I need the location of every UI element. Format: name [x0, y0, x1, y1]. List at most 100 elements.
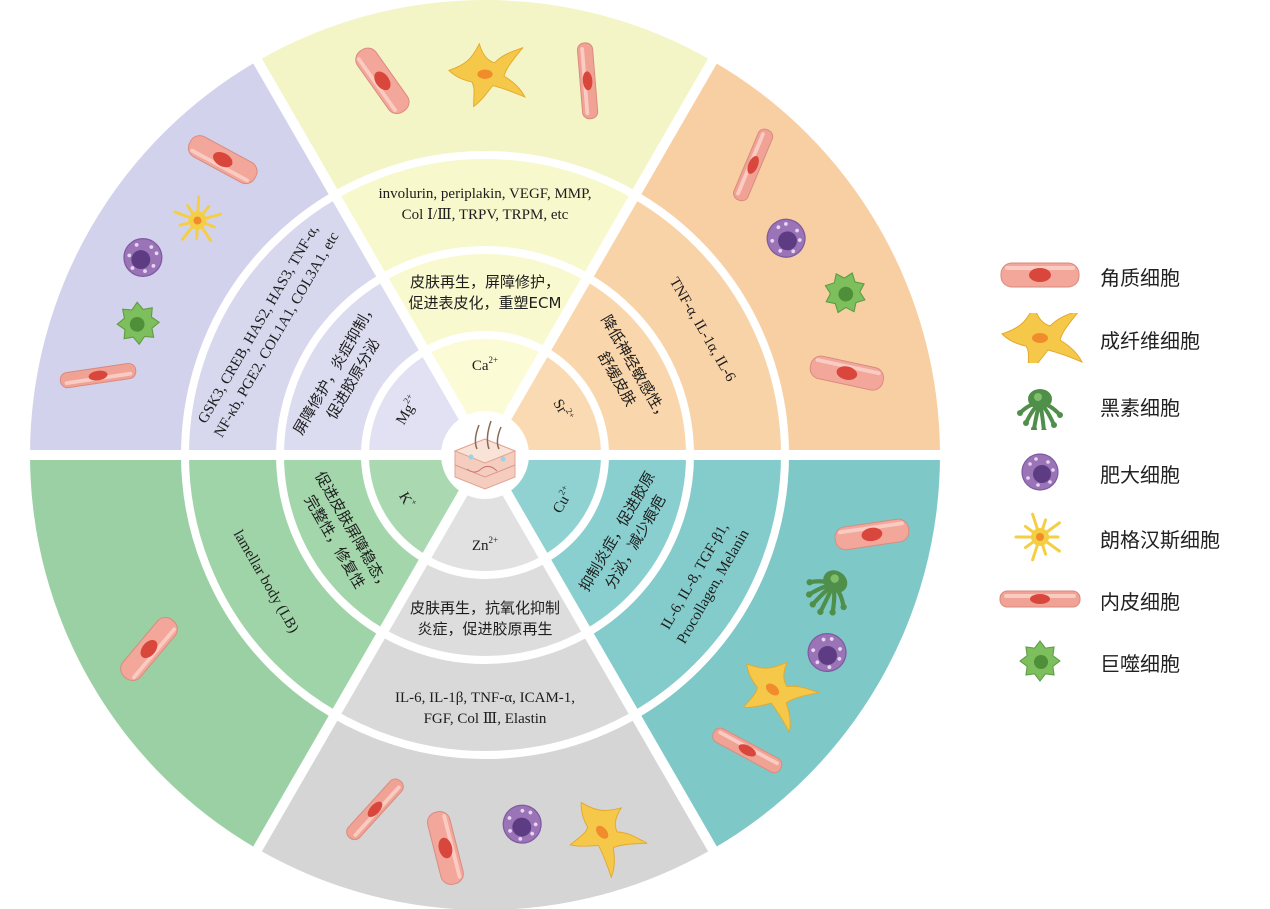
ion-charge: 2+	[489, 535, 499, 545]
wheel-dividers	[15, 45, 955, 865]
sector-ca: involurin, periplakin, VEGF, MMP, Col Ⅰ/Ⅲ…	[257, 0, 713, 455]
mast-cell-icon	[1021, 453, 1059, 491]
sector-ca-markers-line: Col Ⅰ/Ⅲ, TRPV, TRPM, etc	[402, 207, 569, 223]
fibroblast-icon	[1001, 313, 1084, 363]
mast-glyph	[1021, 453, 1059, 491]
wheel-sectors: involurin, periplakin, VEGF, MMP, Col Ⅰ/Ⅲ…	[15, 0, 955, 909]
keratinocyte-icon	[187, 135, 258, 185]
ion-charge: 2+	[556, 483, 569, 496]
melanocyte-icon	[806, 570, 848, 616]
legend-item-macrophage: 巨噬细胞	[995, 636, 1255, 686]
keratinocyte-glyph	[1000, 262, 1080, 288]
sector-zn-core-ring	[425, 455, 545, 575]
sector-zn-ion-label: Zn2+	[472, 535, 498, 554]
sector-mg-inner-ring	[280, 277, 425, 455]
sector-sr-inner-ring	[545, 277, 690, 455]
sector-zn-effect: 皮肤再生，抗氧化抑制炎症，促进胶原再生	[410, 599, 560, 638]
center-skin-icon	[441, 411, 529, 499]
ion-effect-wheel-diagram: involurin, periplakin, VEGF, MMP, Col Ⅰ/Ⅲ…	[15, 0, 955, 909]
sector-ca-effect: 皮肤再生，屏障修护，促进表皮化，重塑ECM	[409, 273, 562, 312]
legend-item-endothelial: 内皮细胞	[995, 574, 1255, 624]
sector-ca-inner-ring	[382, 249, 588, 352]
sector-ca-mid-ring	[335, 154, 635, 278]
sector-cu-ion-label: Cu2+	[548, 483, 578, 516]
ion-symbol: Ca	[472, 358, 489, 374]
sector-k-inner-ring	[280, 455, 425, 633]
mast-icon	[807, 632, 847, 673]
sector-sr-mid-ring	[587, 195, 785, 455]
sector-ca-effect-line: 促进表皮化，重塑ECM	[409, 294, 562, 312]
legend-label: 内皮细胞	[1100, 590, 1180, 614]
legend-item-keratinocyte: 角质细胞	[995, 250, 1255, 300]
sector-sr-ion-label: Sr2+	[549, 395, 577, 424]
legend-item-langerhans: 朗格汉斯细胞	[995, 512, 1255, 562]
legend-label: 角质细胞	[1100, 266, 1180, 290]
sector-mg-mid-ring	[185, 195, 383, 455]
legend-label: 朗格汉斯细胞	[1100, 528, 1220, 552]
sector-zn-markers: IL-6, IL-1β, TNF-α, ICAM-1,FGF, Col Ⅲ, E…	[395, 690, 575, 727]
legend-label: 肥大细胞	[1100, 463, 1180, 487]
keratinocyte-icon	[809, 355, 884, 391]
sector-zn-inner-ring	[382, 558, 588, 661]
sector-k-mid-ring	[185, 455, 383, 715]
sector-sr-outer-ring	[635, 60, 940, 456]
fibroblast-glyph	[1001, 313, 1084, 363]
keratinocyte-icon	[355, 47, 410, 115]
sector-ca-markers-line: involurin, periplakin, VEGF, MMP,	[378, 186, 591, 202]
endothelial-icon	[576, 42, 599, 120]
legend-label: 黑素细胞	[1100, 396, 1180, 420]
endothelial-icon	[346, 778, 404, 841]
sector-cu-outer-ring	[635, 455, 940, 850]
sector-cu-inner-ring	[545, 455, 690, 633]
sector-zn-markers-line: IL-6, IL-1β, TNF-α, ICAM-1,	[395, 690, 575, 706]
sector-ca-ion-label: Ca2+	[472, 355, 498, 374]
ion-charge: +	[408, 497, 419, 506]
sector-zn-outer-ring	[257, 714, 713, 909]
keratinocyte-icon	[1000, 262, 1080, 288]
endothelial-cell-icon	[999, 590, 1081, 608]
sector-zn: IL-6, IL-1β, TNF-α, ICAM-1,FGF, Col Ⅲ, E…	[257, 455, 713, 909]
fibroblast-icon	[448, 42, 526, 108]
fibroblast-icon	[742, 661, 819, 734]
sector-k-ion-label: K+	[395, 488, 419, 511]
sector-ca-markers: involurin, periplakin, VEGF, MMP, Col Ⅰ/Ⅲ…	[378, 186, 591, 223]
sector-cu: IL-6, IL-8, TGF-β1,Procollagen, Melanin抑…	[485, 455, 940, 850]
ion-symbol: Zn	[472, 538, 489, 554]
macrophage-icon	[1019, 640, 1061, 682]
legend-item-melanocyte: 黑素细胞	[995, 380, 1255, 430]
mast-icon	[766, 218, 806, 258]
legend-label: 成纤维细胞	[1100, 329, 1200, 353]
ion-charge: 2+	[564, 407, 577, 420]
keratinocyte-icon	[120, 617, 178, 681]
sector-zn-effect-line: 皮肤再生，抗氧化抑制	[410, 599, 560, 617]
keratinocyte-icon	[427, 811, 464, 885]
sector-cu-mid-ring	[587, 455, 786, 715]
fibroblast-icon	[569, 801, 648, 879]
ion-charge: 2+	[489, 355, 499, 365]
keratinocyte-icon	[834, 518, 910, 551]
endothelial-icon	[59, 362, 137, 389]
sector-zn-mid-ring	[335, 632, 635, 755]
legend-item-mast-cell: 肥大细胞	[995, 447, 1255, 497]
sector-zn-effect-line: 炎症，促进胶原再生	[417, 620, 552, 638]
melanocyte-icon	[1017, 389, 1063, 430]
sector-k-outer-ring	[30, 455, 335, 850]
macrophage-icon	[116, 301, 161, 346]
endothelial-glyph	[999, 590, 1081, 608]
langerhans-icon	[173, 195, 223, 243]
macrophage-icon	[824, 272, 866, 314]
legend-label: 巨噬细胞	[1100, 652, 1180, 676]
skin-layers-icon	[453, 420, 517, 490]
sector-mg-outer-ring	[30, 60, 335, 456]
macrophage-glyph	[1019, 640, 1061, 682]
langerhans-cell-icon	[1014, 512, 1061, 562]
ion-symbol: Cu	[550, 493, 573, 517]
mast-icon	[502, 804, 542, 844]
ion-charge: 2+	[401, 392, 414, 405]
mast-icon	[123, 237, 163, 278]
melanocyte-glyph	[1017, 389, 1063, 430]
legend-item-fibroblast: 成纤维细胞	[995, 313, 1255, 363]
langerhans-glyph	[1014, 512, 1061, 562]
endothelial-icon	[733, 128, 774, 202]
